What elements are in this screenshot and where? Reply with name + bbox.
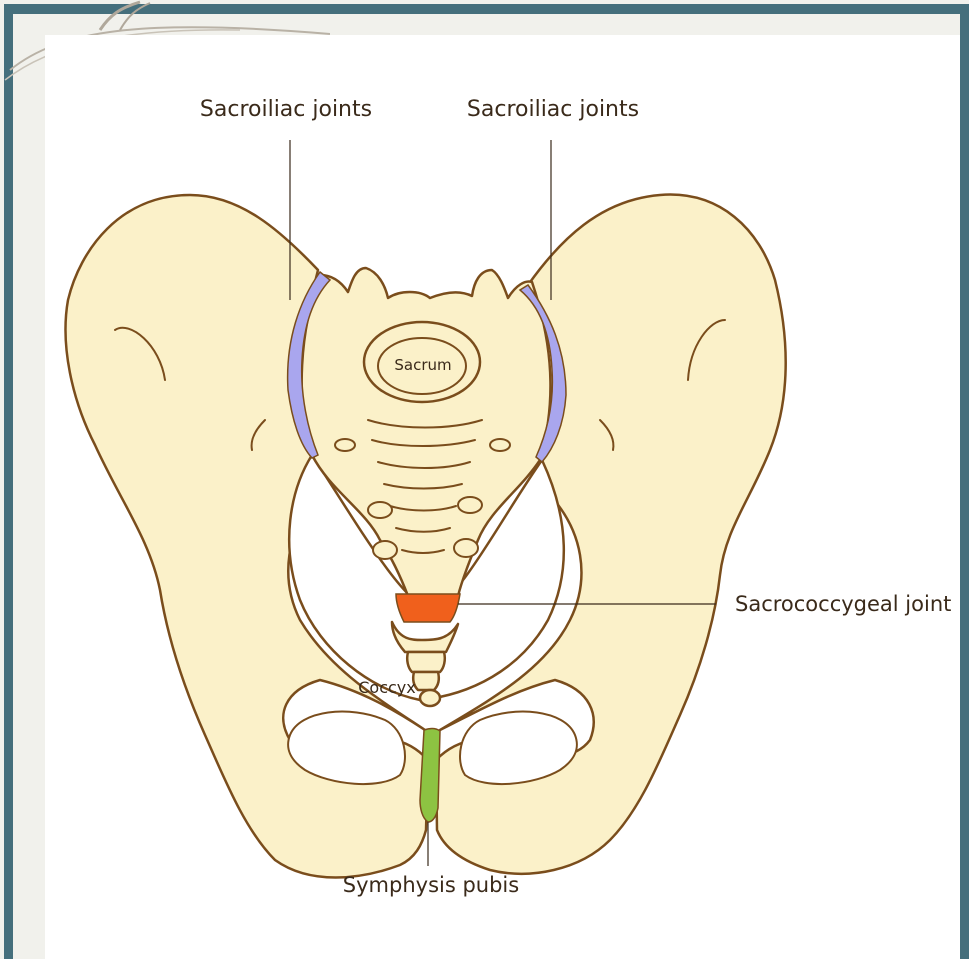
label-sacrococcygeal-joint: Sacrococcygeal joint: [735, 592, 951, 616]
symphysis-pubis: [420, 729, 440, 822]
slide-frame-left: [4, 6, 13, 959]
pelvis-diagram: .bone { fill: #fbf1c9; stroke: #7a4d1c; …: [45, 35, 960, 959]
label-sacrum: Sacrum: [394, 356, 451, 374]
content-panel: .bone { fill: #fbf1c9; stroke: #7a4d1c; …: [45, 35, 960, 959]
label-coccyx: Coccyx: [358, 678, 416, 697]
slide-frame-right: [960, 4, 969, 959]
sacrococcygeal-joint: [396, 594, 460, 622]
label-sacroiliac-left: Sacroiliac joints: [200, 97, 372, 122]
label-symphysis-pubis: Symphysis pubis: [343, 873, 519, 897]
label-sacroiliac-right: Sacroiliac joints: [467, 97, 639, 122]
